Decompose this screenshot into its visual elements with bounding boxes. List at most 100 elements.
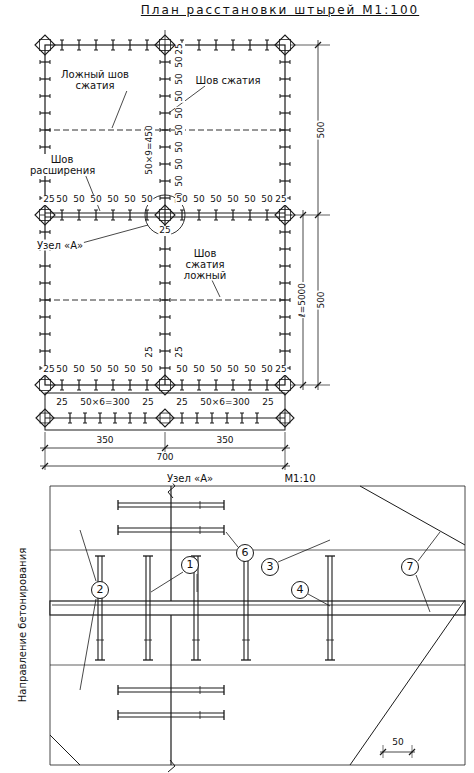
dowel-end (225, 413, 229, 414)
dowel-end (170, 298, 171, 302)
dowel (160, 95, 170, 96)
dowel (95, 380, 96, 390)
dowel-end (170, 315, 171, 319)
dowel (215, 380, 216, 390)
dowel (40, 78, 50, 79)
dowel-end (231, 390, 235, 391)
dowel-end (290, 349, 291, 353)
dowel (69, 413, 70, 423)
dowel-end (60, 40, 64, 41)
dowel-end (191, 659, 201, 660)
leader-line (151, 572, 183, 592)
dowel-end (50, 60, 51, 64)
dowel-end (214, 50, 218, 51)
dowel-bar (97, 556, 98, 660)
joint-diamond (155, 205, 175, 225)
dimension-label: 50 (89, 195, 102, 205)
dimension-label: 25 (175, 42, 185, 55)
dowel (280, 112, 290, 113)
dimension-label: 50 (209, 365, 222, 375)
callout-number: 4 (296, 584, 305, 596)
dowel (249, 40, 250, 50)
dowel-end (40, 196, 41, 200)
dimension-label: 50 (260, 365, 273, 375)
joint-square (280, 413, 290, 423)
dimension-label: 50 (243, 365, 256, 375)
dowel-end (248, 220, 252, 221)
dowel (160, 333, 170, 334)
dowel-end (180, 220, 184, 221)
dowel-end (248, 40, 252, 41)
dim-tick (42, 463, 48, 469)
dowel-end (50, 264, 51, 268)
dowel (280, 282, 290, 283)
dowel-end (197, 380, 201, 381)
dowel (160, 350, 170, 351)
dowel-end (231, 210, 235, 211)
dowel (211, 413, 212, 423)
dowel (160, 146, 170, 147)
dowel-end (290, 128, 291, 132)
dowel-end (240, 423, 244, 424)
dowel (144, 413, 145, 423)
dowel (280, 265, 290, 266)
dowel (280, 248, 290, 249)
callout-number: 2 (96, 584, 105, 596)
dowel-end (128, 423, 132, 424)
dowel-end (223, 710, 224, 720)
dowel (40, 316, 50, 317)
dowel (40, 299, 50, 300)
dimension-label: 50 (226, 195, 239, 205)
dim-tick (315, 212, 321, 218)
note-label: Направление бетонирования (17, 547, 28, 703)
dowel-end (111, 40, 115, 41)
diagonal-bar (350, 600, 465, 765)
dowel-end (50, 111, 51, 115)
dowel-sleeve (200, 711, 201, 719)
dowel-end (195, 413, 199, 414)
diagonal-bar (360, 486, 465, 545)
dowel-bar (327, 556, 328, 660)
dimension-label: 350 (95, 436, 114, 446)
leader-line (80, 599, 96, 690)
dowel-bar (197, 556, 198, 660)
dimension-label: 50 (192, 365, 205, 375)
dimension-label: 25 (145, 345, 155, 358)
extension-line (412, 745, 413, 758)
dowel (196, 413, 197, 423)
dowel-end (50, 281, 51, 285)
dimension-label: 500 (317, 120, 327, 139)
leader-line (82, 225, 148, 243)
dowel-end (170, 94, 171, 98)
dimension-line (380, 752, 415, 753)
joint-diamond (276, 409, 294, 427)
dowel-end (160, 162, 161, 166)
dowel-end (111, 220, 115, 221)
joint-filler (52, 605, 460, 606)
dimension-label: 25 (175, 345, 185, 358)
dowel-end (280, 60, 281, 64)
dimension-label: 50 (209, 195, 222, 205)
dowel (40, 282, 50, 283)
dowel (40, 333, 50, 334)
dowel (84, 413, 85, 423)
dowel-end (68, 423, 72, 424)
dowel-end (290, 145, 291, 149)
dimension-label: 25 (55, 398, 68, 408)
dimension-label: 50 (175, 89, 185, 102)
dowel (280, 95, 290, 96)
dowel-end (170, 332, 171, 336)
dowel (198, 380, 199, 390)
extension-line (290, 215, 330, 216)
dowel-end (40, 94, 41, 98)
detail-border (465, 486, 466, 765)
joint-line (45, 418, 285, 419)
dowel-end (60, 380, 64, 381)
dowel (280, 333, 290, 334)
dowel-end (290, 332, 291, 336)
dowel-end (160, 264, 161, 268)
dowel-end (60, 390, 64, 391)
dowel-end (170, 247, 171, 251)
dowel-end (170, 264, 171, 268)
dowel-end (143, 413, 147, 414)
